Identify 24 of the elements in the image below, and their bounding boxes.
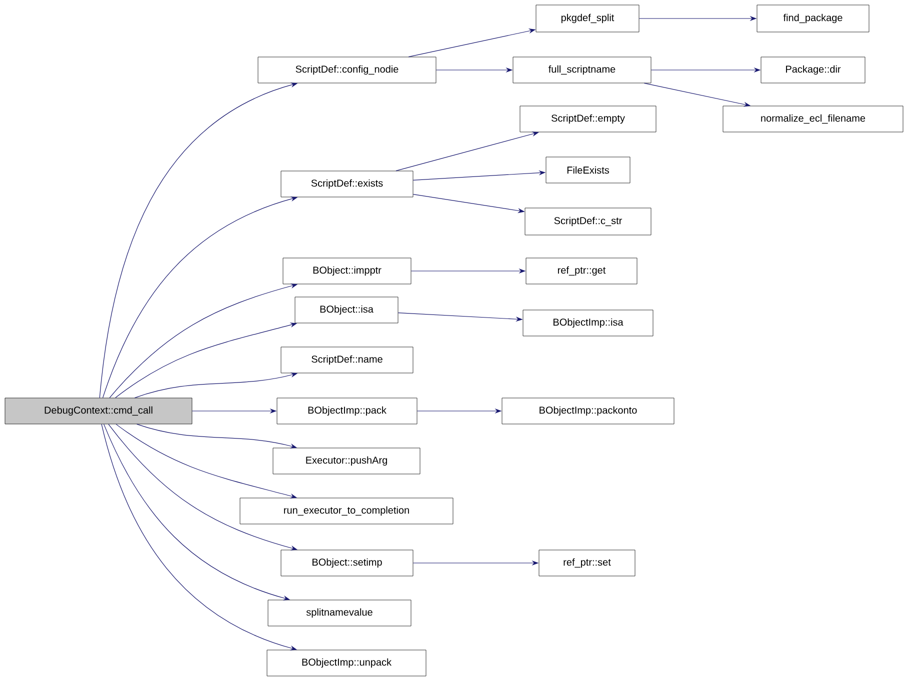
function-box: ScriptDef::exists [280,170,414,198]
function-box: ScriptDef::empty [520,106,656,132]
function-box: splitnamevalue [268,600,412,626]
function-box: BObjectImp::packonto [502,398,674,424]
function-box: FileExists [546,156,630,184]
function-box: BObjectImp::isa [522,310,654,336]
function-box: ref_ptr::set [538,550,636,576]
function-box: BObjectImp::pack [276,398,418,424]
function-box: ref_ptr::get [526,258,638,284]
function-box: DebugContext::cmd_call [4,398,192,424]
function-box: BObject::setimp [280,550,414,576]
function-box: full_scriptname [512,56,652,84]
function-box: ScriptDef::c_str [524,208,652,236]
function-box: Executor::pushArg [272,448,420,474]
function-box: ScriptDef::name [280,346,414,374]
function-box: find_package [756,4,870,32]
function-box: pkgdef_split [536,4,640,32]
function-box: BObject::isa [294,296,398,324]
function-box: run_executor_to_completion [240,498,454,524]
function-box: BObject::impptr [282,258,412,284]
function-box: ScriptDef::config_nodie [258,56,436,84]
function-box: BObjectImp::unpack [266,650,426,676]
function-box: normalize_ecl_filename [722,106,904,132]
function-box: Package::dir [760,56,866,84]
